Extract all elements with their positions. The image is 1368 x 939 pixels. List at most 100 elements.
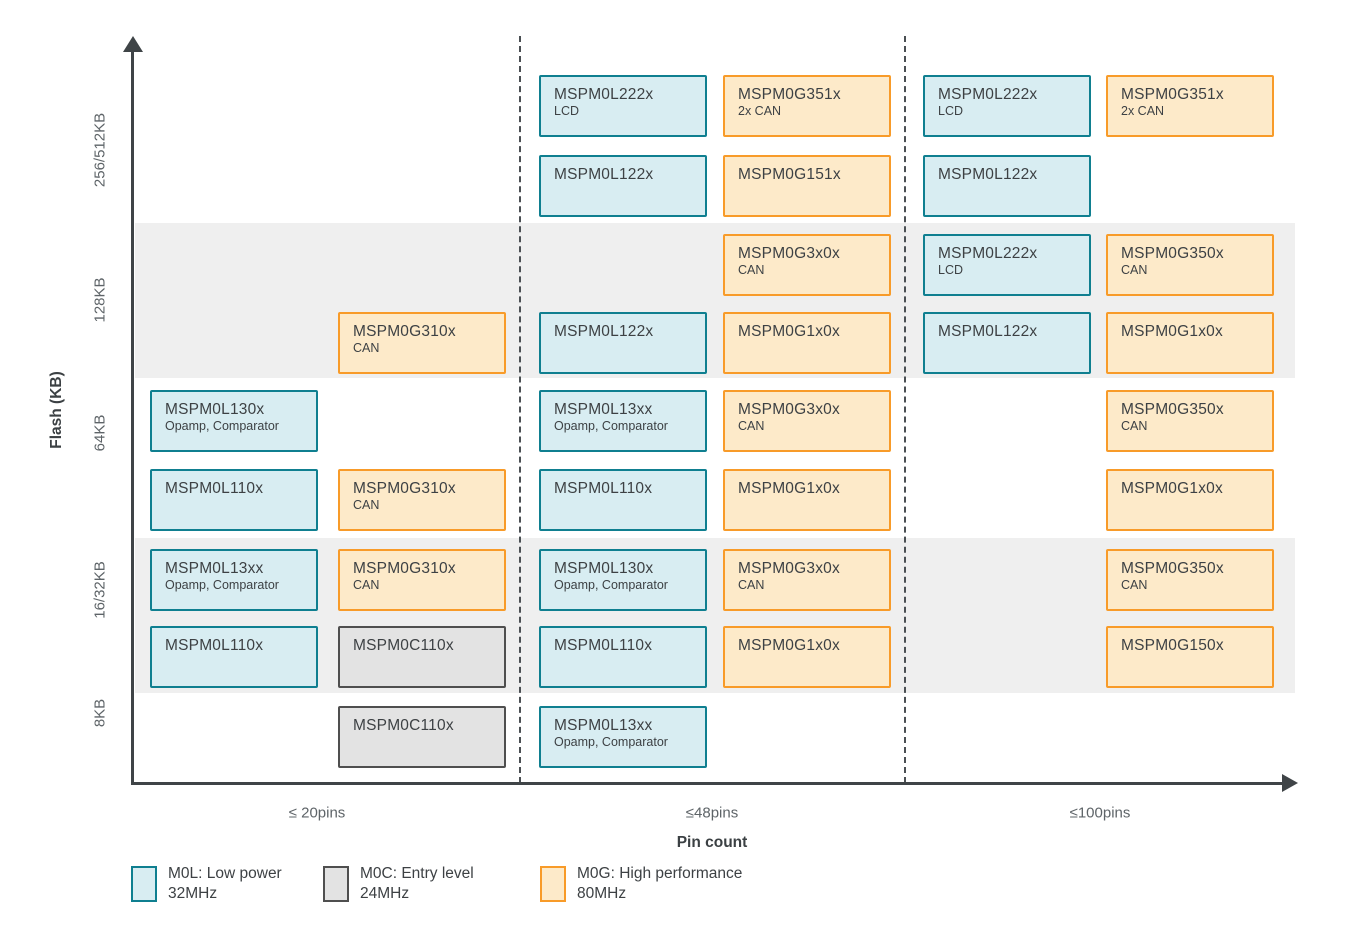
chip-name: MSPM0G351x: [1121, 86, 1224, 103]
chip-box: MSPM0L110x: [539, 626, 707, 688]
y-tick-label: 64KB: [91, 414, 109, 452]
chip-box: MSPM0G1x0x: [1106, 469, 1274, 531]
chip-name: MSPM0L122x: [938, 323, 1038, 340]
chip-name: MSPM0G1x0x: [738, 480, 840, 497]
chip-feature: CAN: [738, 578, 765, 593]
chip-box: MSPM0L110x: [539, 469, 707, 531]
chip-name: MSPM0G350x: [1121, 560, 1224, 577]
legend-swatch-icon: [323, 866, 349, 902]
x-tick-label: ≤48pins: [685, 804, 739, 822]
chip-name: MSPM0G350x: [1121, 245, 1224, 262]
x-axis-title: Pin count: [676, 834, 748, 851]
chip-feature: LCD: [938, 104, 964, 119]
chip-box: MSPM0G1x0x: [723, 626, 891, 688]
chip-name: MSPM0G310x: [353, 480, 456, 497]
chip-box: MSPM0G1x0x: [1106, 312, 1274, 374]
chip-feature: CAN: [1121, 263, 1148, 278]
x-tick-label: ≤100pins: [1069, 804, 1131, 822]
chip-feature: 2x CAN: [1121, 104, 1165, 119]
chip-name: MSPM0L110x: [554, 637, 653, 654]
chip-feature: Opamp, Comparator: [554, 419, 668, 434]
chip-feature: CAN: [1121, 419, 1148, 434]
chip-name: MSPM0C110x: [353, 637, 454, 654]
chip-feature: Opamp, Comparator: [165, 578, 279, 593]
flash-band-128kb: [135, 223, 1295, 378]
chip-name: MSPM0L130x: [165, 401, 265, 418]
chip-name: MSPM0G3x0x: [738, 245, 840, 262]
y-axis-arrow-icon: [123, 36, 143, 52]
chip-name: MSPM0G151x: [738, 166, 841, 183]
chip-name: MSPM0L110x: [554, 480, 653, 497]
pin-section-divider-2: [904, 36, 906, 783]
chip-name: MSPM0G1x0x: [1121, 480, 1223, 497]
chip-name: MSPM0L110x: [165, 480, 264, 497]
chip-name: MSPM0G350x: [1121, 401, 1224, 418]
chip-name: MSPM0L110x: [165, 637, 264, 654]
chip-name: MSPM0G310x: [353, 323, 456, 340]
chip-feature: CAN: [738, 263, 765, 278]
y-tick-label: 16/32KB: [91, 561, 109, 619]
chip-name: MSPM0L13xx: [554, 401, 653, 418]
chip-feature: CAN: [738, 419, 765, 434]
chip-name: MSPM0G3x0x: [738, 560, 840, 577]
chip-name: MSPM0G150x: [1121, 637, 1224, 654]
chip-name: MSPM0G1x0x: [738, 323, 840, 340]
chip-box: MSPM0G1x0x: [723, 469, 891, 531]
chip-name: MSPM0L13xx: [165, 560, 264, 577]
chip-name: MSPM0G310x: [353, 560, 456, 577]
chip-box: MSPM0C110x: [338, 706, 506, 768]
chip-name: MSPM0L122x: [938, 166, 1038, 183]
chip-name: MSPM0L222x: [938, 245, 1038, 262]
chip-name: MSPM0L222x: [938, 86, 1038, 103]
chip-name: MSPM0G3x0x: [738, 401, 840, 418]
chip-box: MSPM0G151x: [723, 155, 891, 217]
chip-name: MSPM0L222x: [554, 86, 654, 103]
chip-feature: CAN: [353, 578, 380, 593]
flash-band-16-32kb: [135, 538, 1295, 693]
chip-feature: CAN: [1121, 578, 1148, 593]
y-tick-label: 128KB: [91, 277, 109, 323]
chip-name: MSPM0C110x: [353, 717, 454, 734]
chip-feature: 2x CAN: [738, 104, 782, 119]
chip-feature: Opamp, Comparator: [165, 419, 279, 434]
y-tick-label: 256/512KB: [91, 112, 109, 188]
chip-name: MSPM0G1x0x: [1121, 323, 1223, 340]
chip-name: MSPM0G1x0x: [738, 637, 840, 654]
chip-name: MSPM0G351x: [738, 86, 841, 103]
x-axis-line: [131, 782, 1285, 785]
chip-box: MSPM0L110x: [150, 626, 318, 688]
chip-box: MSPM0L122x: [539, 312, 707, 374]
chip-box: MSPM0G150x: [1106, 626, 1274, 688]
x-tick-label: ≤ 20pins: [288, 804, 346, 822]
chip-feature: LCD: [554, 104, 580, 119]
y-axis-title: Flash (KB): [48, 371, 65, 449]
chip-box: MSPM0L122x: [923, 312, 1091, 374]
y-tick-label: 8KB: [91, 698, 109, 728]
chip-feature: LCD: [938, 263, 964, 278]
chip-name: MSPM0L122x: [554, 323, 654, 340]
chip-feature: Opamp, Comparator: [554, 578, 668, 593]
x-axis-arrow-icon: [1282, 774, 1298, 792]
chip-feature: CAN: [353, 498, 380, 513]
chip-feature: CAN: [353, 341, 380, 356]
